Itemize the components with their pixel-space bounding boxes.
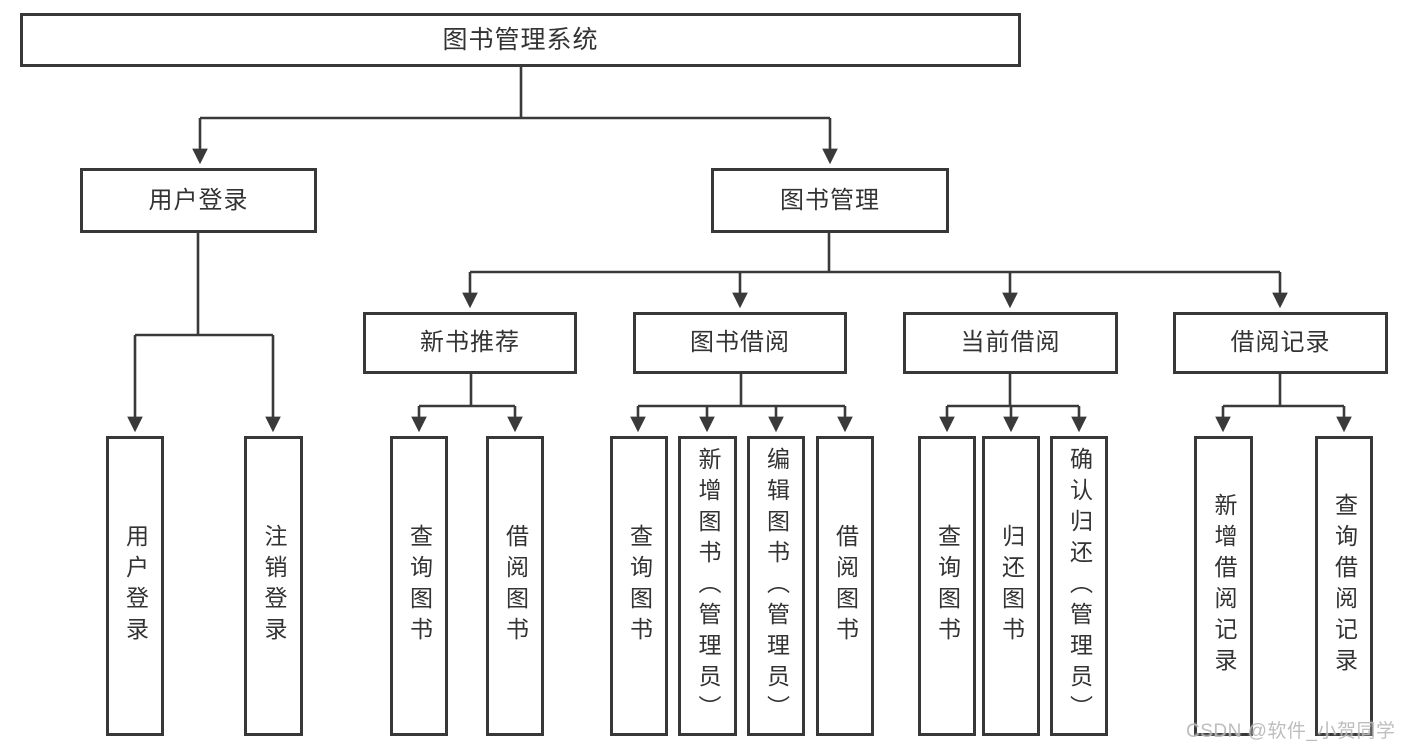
leaf-logout: 注销登录 (244, 436, 303, 736)
leaf-return-books: 归还图书 (982, 436, 1040, 736)
connector-new-book-recommend (411, 374, 523, 433)
leaf-query-books-borrowing-label: 查询图书 (626, 524, 653, 648)
leaf-borrow-books-recommend: 借阅图书 (486, 436, 544, 736)
leaf-confirm-return-admin-label: 确认归还（管理员） (1066, 446, 1093, 726)
leaf-logout-label: 注销登录 (261, 524, 287, 648)
leaf-add-borrow-record: 新增借阅记录 (1194, 436, 1253, 736)
leaf-add-borrow-record-label: 新增借阅记录 (1211, 493, 1237, 679)
connector-user-login (127, 233, 281, 433)
node-book-borrowing: 图书借阅 (633, 312, 847, 374)
leaf-add-books-admin: 新增图书（管理员） (678, 436, 737, 736)
leaf-query-borrow-record-label: 查询借阅记录 (1331, 493, 1358, 679)
connector-current-borrowing (939, 374, 1087, 433)
leaf-query-borrow-record: 查询借阅记录 (1315, 436, 1373, 736)
leaf-query-books-recommend-label: 查询图书 (406, 524, 433, 648)
leaf-user-login: 用户登录 (106, 436, 164, 736)
leaf-borrow-books-borrowing-label: 借阅图书 (832, 524, 859, 648)
leaf-edit-books-admin: 编辑图书（管理员） (747, 436, 805, 736)
leaf-confirm-return-admin: 确认归还（管理员） (1050, 436, 1108, 736)
leaf-query-books-borrowing: 查询图书 (610, 436, 668, 736)
leaf-return-books-label: 归还图书 (998, 524, 1025, 648)
leaf-query-books-current-label: 查询图书 (934, 524, 961, 648)
node-book-management: 图书管理 (711, 168, 949, 233)
node-root: 图书管理系统 (20, 13, 1021, 67)
leaf-borrow-books-recommend-label: 借阅图书 (502, 524, 529, 648)
leaf-borrow-books-borrowing: 借阅图书 (816, 436, 874, 736)
connector-book-management (462, 233, 1288, 309)
node-borrowing-records: 借阅记录 (1173, 312, 1388, 374)
node-user-login: 用户登录 (80, 168, 317, 233)
watermark: CSDN @软件_小贺同学 (1186, 721, 1396, 742)
leaf-add-books-admin-label: 新增图书（管理员） (695, 446, 721, 726)
node-new-book-recommend: 新书推荐 (363, 312, 577, 374)
leaf-query-books-current: 查询图书 (918, 436, 976, 736)
node-current-borrowing: 当前借阅 (903, 312, 1118, 374)
connector-root (192, 67, 838, 165)
connector-book-borrowing (630, 374, 853, 433)
connector-borrowing-records (1215, 374, 1352, 433)
leaf-user-login-label: 用户登录 (122, 524, 149, 648)
leaf-edit-books-admin-label: 编辑图书（管理员） (763, 446, 790, 726)
leaf-query-books-recommend: 查询图书 (390, 436, 448, 736)
